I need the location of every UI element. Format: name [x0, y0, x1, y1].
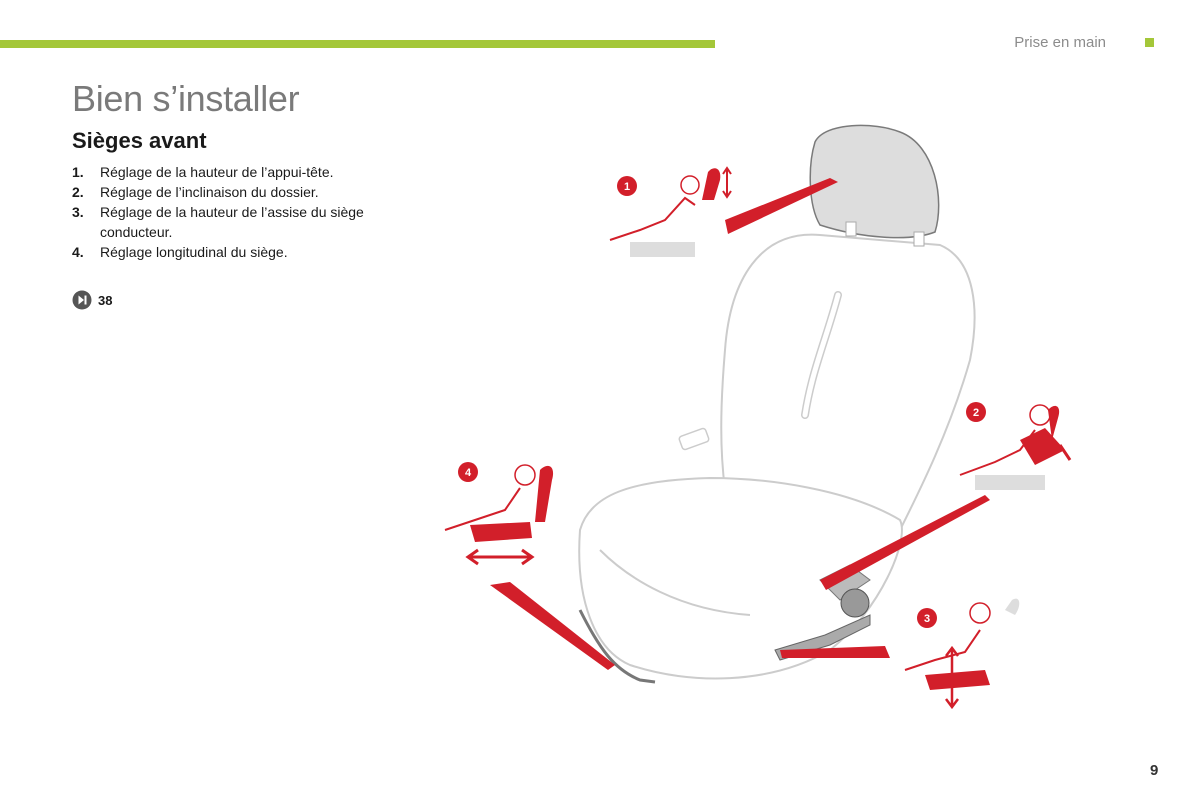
- section-label: Prise en main: [1014, 34, 1106, 51]
- badge-1: [617, 176, 637, 196]
- page-number: 9: [1150, 762, 1159, 779]
- callout-pointers: [490, 178, 990, 670]
- section-marker: [1145, 38, 1154, 47]
- list-item: 2. Réglage de l’inclinaison du dossier.: [72, 182, 412, 202]
- car-seat: [578, 233, 976, 680]
- badge-label: 2: [973, 407, 979, 419]
- badge-label: 1: [624, 181, 630, 193]
- adjustment-steps-list: 1. Réglage de la hauteur de l’appui-tête…: [72, 162, 412, 262]
- page-title: Bien s’installer: [72, 78, 300, 119]
- step-number: 2.: [72, 184, 84, 200]
- step-text: Réglage de la hauteur de l’assise du siè…: [100, 204, 364, 240]
- pictogram-seat-longitudinal: 4: [444, 462, 554, 566]
- front-seat-illustration: 1 2 3 4: [444, 124, 1072, 710]
- reference-page-number: 38: [98, 292, 113, 308]
- step-number: 4.: [72, 244, 84, 260]
- step-text: Réglage de la hauteur de l’appui-tête.: [100, 164, 334, 180]
- belt-buckle: [678, 427, 710, 451]
- step-number: 3.: [72, 204, 84, 220]
- badge-label: 3: [924, 613, 930, 625]
- badge-3: [917, 608, 937, 628]
- step-text: Réglage de l’inclinaison du dossier.: [100, 184, 319, 200]
- next-page-icon: [72, 290, 92, 310]
- pictogram-backrest-tilt: 2: [959, 402, 1072, 490]
- section-subtitle: Sièges avant: [72, 128, 207, 153]
- step-number: 1.: [72, 164, 84, 180]
- headrest: [809, 124, 940, 247]
- badge-4: [458, 462, 478, 482]
- list-item: 3. Réglage de la hauteur de l’assise du …: [72, 202, 412, 242]
- step-text: Réglage longitudinal du siège.: [100, 244, 288, 260]
- list-item: 4. Réglage longitudinal du siège.: [72, 242, 412, 262]
- header-accent-bar: [0, 40, 715, 48]
- page-reference-link[interactable]: 38: [72, 290, 112, 310]
- badge-label: 4: [465, 467, 472, 479]
- pictogram-headrest-height: 1: [609, 166, 732, 257]
- pictogram-seat-height: 3: [904, 598, 1020, 710]
- list-item: 1. Réglage de la hauteur de l’appui-tête…: [72, 162, 412, 182]
- badge-2: [966, 402, 986, 422]
